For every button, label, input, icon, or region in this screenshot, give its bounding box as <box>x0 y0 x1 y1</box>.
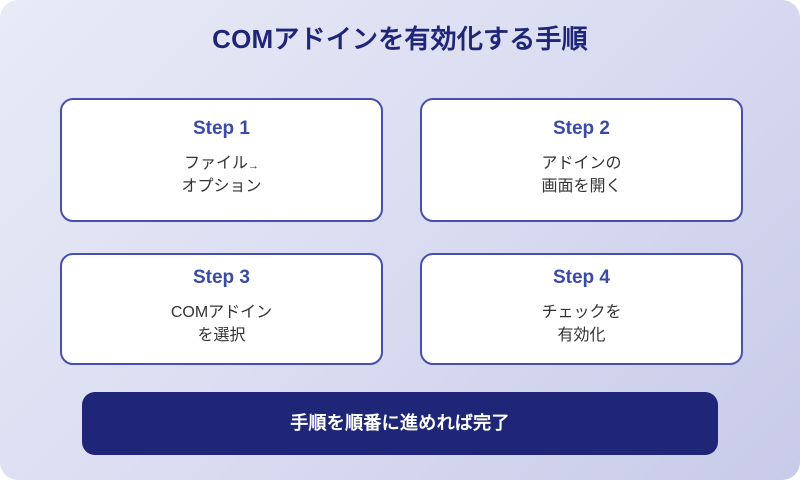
step-body-4-line2: 有効化 <box>557 326 606 344</box>
step-label-1: Step 1 <box>192 117 251 139</box>
step-label-2: Step 2 <box>552 117 611 139</box>
step-body-4-line1: チェックを <box>541 303 622 321</box>
step-card-2: Step 2 アドインの 画面を開く <box>420 98 743 222</box>
arrow-right-icon: → <box>248 159 259 172</box>
step-label-4: Step 4 <box>552 266 611 288</box>
step-body-4: チェックを 有効化 <box>541 301 621 347</box>
step-body-3: COMアドイン を選択 <box>171 301 272 347</box>
step-body-2-line1: アドインの <box>541 154 622 172</box>
step-card-3: Step 3 COMアドイン を選択 <box>60 253 383 365</box>
summary-banner: 手順を順番に進めれば完了 <box>82 392 718 455</box>
step-body-1-line2: オプション <box>181 177 262 195</box>
step-body-3-line2: を選択 <box>197 326 246 344</box>
steps-grid: Step 1 ファイル→ オプション Step 2 アドインの 画面を開く St… <box>60 98 743 365</box>
summary-banner-text: 手順を順番に進めれば完了 <box>290 412 510 433</box>
step-body-2-line2: 画面を開く <box>541 177 622 195</box>
step-body-2: アドインの 画面を開く <box>541 152 621 198</box>
step-card-4: Step 4 チェックを 有効化 <box>420 253 743 365</box>
step-label-3: Step 3 <box>192 266 251 288</box>
step-card-1: Step 1 ファイル→ オプション <box>60 98 383 222</box>
page-title: COMアドインを有効化する手順 <box>212 24 588 54</box>
step-body-1: ファイル→ オプション <box>181 152 261 198</box>
step-body-1-line1: ファイル <box>183 154 248 172</box>
step-body-3-line1: COMアドイン <box>170 303 273 321</box>
